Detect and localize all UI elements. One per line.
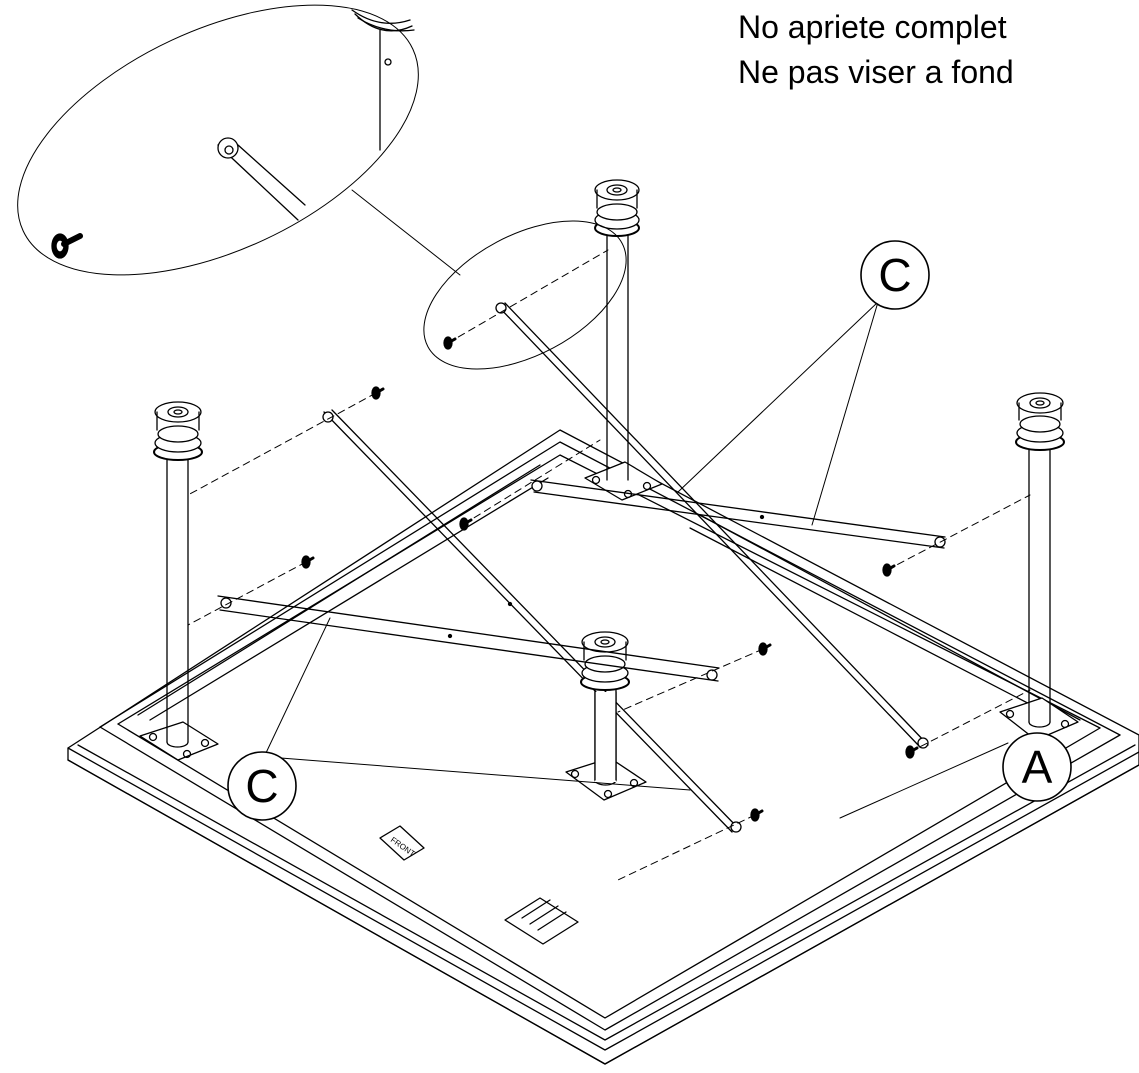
leg-right <box>1015 392 1065 728</box>
leg-back <box>594 179 640 481</box>
callout-c-top: C <box>860 240 930 310</box>
screw-icon <box>758 642 772 656</box>
screw-icon <box>301 555 315 569</box>
brace-back-horizontal <box>530 479 946 549</box>
mounting-plate-left <box>139 721 219 761</box>
screw-icon <box>51 233 83 259</box>
screws <box>301 336 919 822</box>
instruction-line-1: No apriete complet <box>738 9 1007 45</box>
detail-connector <box>351 189 461 276</box>
screw-icon <box>371 386 385 400</box>
screw-icon <box>443 336 457 350</box>
instruction-sticker <box>504 897 579 945</box>
callout-a-label: A <box>1022 741 1053 793</box>
leg-left <box>153 401 203 748</box>
leg-front <box>580 631 630 786</box>
callout-c-top-label: C <box>878 249 911 301</box>
screw-icon <box>905 745 919 759</box>
callout-c-bottom: C <box>227 751 297 821</box>
screw-icon <box>459 517 473 531</box>
brace-back-diagonal <box>495 302 929 749</box>
mounting-plate-back <box>584 461 663 501</box>
brace-front-horizontal <box>217 595 720 682</box>
callout-c-bottom-label: C <box>245 760 278 812</box>
callout-a: A <box>1002 732 1072 802</box>
screw-icon <box>750 808 764 822</box>
front-label: FRONT <box>379 825 425 861</box>
instruction-line-2: Ne pas viser a fond <box>738 54 1014 90</box>
callout-leaders <box>264 301 1009 819</box>
detail-ellipse-large <box>17 4 419 276</box>
detail-ellipse-small <box>423 220 627 370</box>
screw-icon <box>882 563 896 577</box>
brace-front-diagonal <box>322 409 742 833</box>
